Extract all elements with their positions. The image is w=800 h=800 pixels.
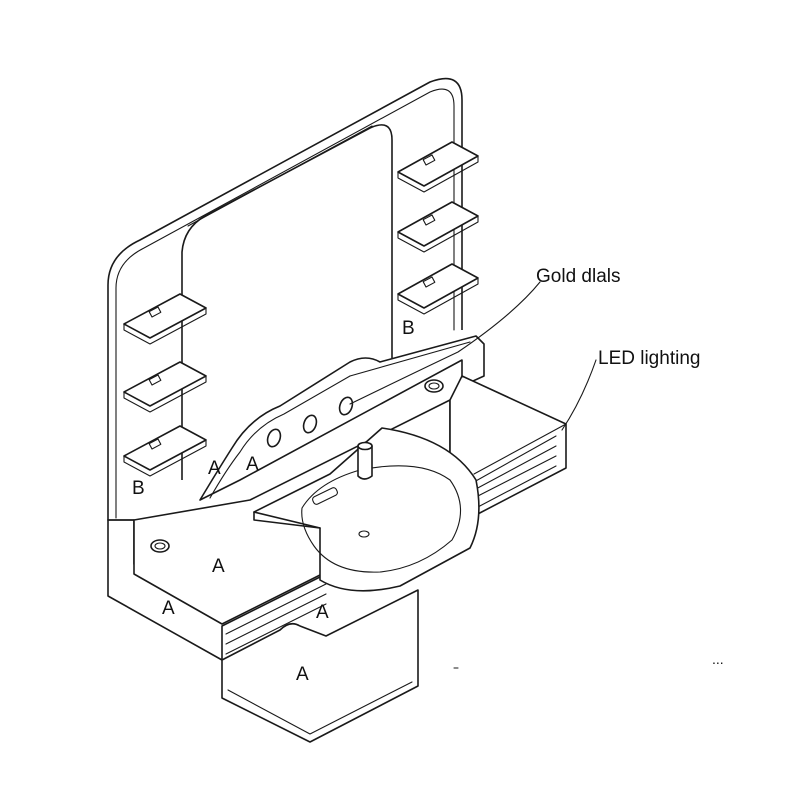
faucet-icon	[357, 445, 373, 480]
region-label-a-3: A	[212, 556, 225, 577]
gold-dials-leader	[349, 281, 541, 405]
right-shelves	[397, 141, 479, 315]
overflow-slot	[312, 487, 338, 505]
drain-icon	[358, 530, 370, 538]
backsplash	[199, 335, 485, 501]
led-lighting-leader	[561, 359, 597, 431]
left-shelves	[123, 293, 207, 477]
ellipsis-mark: ...	[712, 651, 724, 667]
region-label-a-2: A	[246, 454, 259, 475]
region-label-a-1: A	[208, 458, 221, 479]
pedestal	[221, 589, 419, 743]
counter-right	[449, 375, 567, 517]
region-label-a-5: A	[316, 602, 329, 623]
mirror	[181, 124, 393, 480]
led-lighting-label: LED lighting	[598, 348, 700, 369]
push-buttons	[150, 379, 444, 553]
region-label-a-6: A	[296, 664, 309, 685]
knob-right-icon	[424, 379, 444, 393]
sink-basin	[253, 427, 480, 592]
gold-dials-label: Gold dlals	[536, 266, 621, 287]
region-label-b-right: B	[402, 318, 415, 339]
gold-dial-1	[266, 428, 282, 448]
gold-dials	[266, 396, 354, 448]
knob-left-icon	[150, 539, 170, 553]
gold-dial-3	[338, 396, 354, 416]
region-label-b-left: B	[132, 478, 145, 499]
gold-dial-2	[302, 414, 318, 434]
region-label-a-4: A	[162, 598, 175, 619]
